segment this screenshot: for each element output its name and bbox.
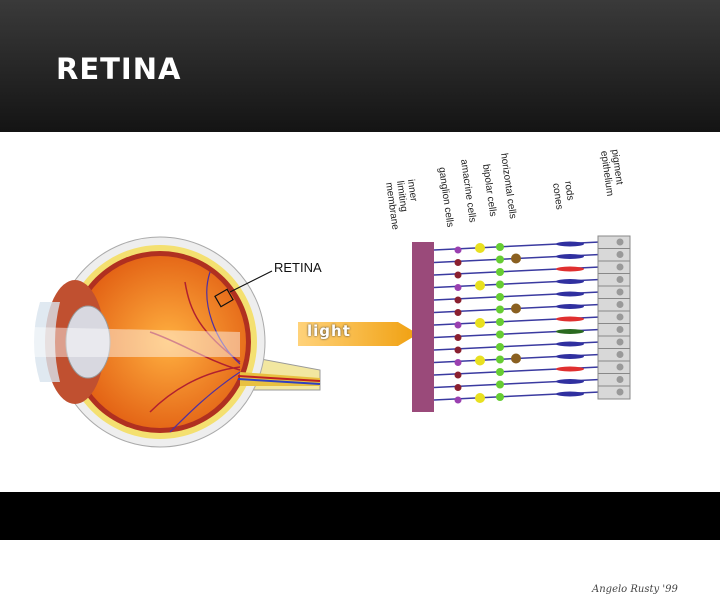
bipolar-cell (496, 243, 504, 251)
horizontal-cell (511, 253, 521, 264)
horizontal-cell (511, 353, 521, 364)
bipolar-cell (496, 393, 504, 401)
ganglion-cell (454, 359, 462, 366)
photoreceptor (556, 266, 584, 272)
pigment-nucleus (616, 326, 624, 333)
ganglion-cell (454, 271, 462, 279)
artist-signature: Angelo Rusty '99 (592, 584, 678, 595)
pigment-cell (597, 310, 631, 325)
horizontal-cell (511, 303, 521, 314)
amacrine-cell (475, 280, 485, 291)
pigment-cell (597, 348, 631, 362)
pigment-cell (597, 248, 631, 262)
photoreceptor (556, 304, 584, 309)
ganglion-cell (454, 259, 462, 266)
photoreceptor (556, 366, 584, 372)
pigment-nucleus (616, 238, 624, 246)
amacrine-cell (475, 243, 485, 253)
pigment-cell (597, 260, 631, 275)
pigment-nucleus (616, 363, 624, 371)
photoreceptor (556, 316, 584, 322)
bipolar-cell (496, 380, 504, 389)
pigment-cell (597, 323, 631, 337)
pigment-cell (597, 285, 631, 300)
slide-header: RETINA (0, 0, 720, 132)
photoreceptor (556, 329, 584, 334)
eye-illustration (30, 235, 631, 448)
photoreceptor (556, 391, 584, 397)
amacrine-cell (475, 355, 485, 366)
bipolar-cell (496, 343, 504, 351)
ganglion-cell (454, 284, 462, 291)
photoreceptor (556, 254, 584, 259)
light-label: light (307, 322, 351, 340)
pigment-cell (597, 273, 631, 287)
pigment-nucleus (616, 388, 624, 396)
ganglion-cell (454, 396, 462, 404)
pigment-nucleus (616, 301, 624, 308)
slide-footer (0, 492, 720, 540)
ganglion-cell (454, 296, 462, 304)
bipolar-cell (496, 318, 504, 326)
ganglion-cell (454, 346, 462, 354)
bipolar-cell (496, 268, 504, 276)
pigment-nucleus (616, 251, 624, 258)
pigment-cell (597, 373, 631, 387)
pigment-nucleus (616, 338, 624, 346)
photoreceptor (556, 354, 584, 359)
ganglion-cell (454, 384, 462, 391)
bipolar-cell (496, 280, 504, 289)
bipolar-cell (496, 368, 504, 376)
pigment-cell (597, 385, 631, 400)
pigment-nucleus (616, 263, 624, 271)
bipolar-cell (496, 330, 504, 339)
pigment-nucleus (616, 376, 624, 383)
bipolar-cell (496, 305, 504, 314)
ganglion-cell (454, 246, 462, 254)
ganglion-cell (454, 371, 462, 379)
pigment-nucleus (616, 313, 624, 321)
amacrine-cell (475, 393, 485, 403)
retina-figure: RETINA light inner limiting membrane gan… (0, 132, 720, 595)
retina-layers (412, 235, 631, 412)
pigment-cell (597, 335, 631, 350)
photoreceptor (556, 279, 584, 284)
pigment-cell (597, 235, 631, 250)
photoreceptor (556, 241, 584, 247)
photoreceptor (556, 291, 584, 297)
bipolar-cell (496, 255, 504, 264)
pigment-nucleus (616, 276, 624, 283)
eyeball (30, 236, 321, 448)
pigment-nucleus (616, 351, 624, 358)
slide-title: RETINA (56, 52, 182, 86)
bipolar-cell (496, 293, 504, 301)
pigment-cell (597, 360, 631, 375)
ganglion-cell (454, 321, 462, 329)
photoreceptor (556, 379, 584, 384)
light-arrow (298, 322, 418, 346)
bipolar-cell (496, 355, 504, 364)
photoreceptor (556, 341, 584, 347)
ganglion-cell (454, 309, 462, 316)
amacrine-cell (475, 318, 485, 328)
ganglion-cell (454, 334, 462, 341)
retina-label: RETINA (274, 260, 322, 275)
pigment-cell (597, 298, 631, 312)
pigment-nucleus (616, 288, 624, 296)
